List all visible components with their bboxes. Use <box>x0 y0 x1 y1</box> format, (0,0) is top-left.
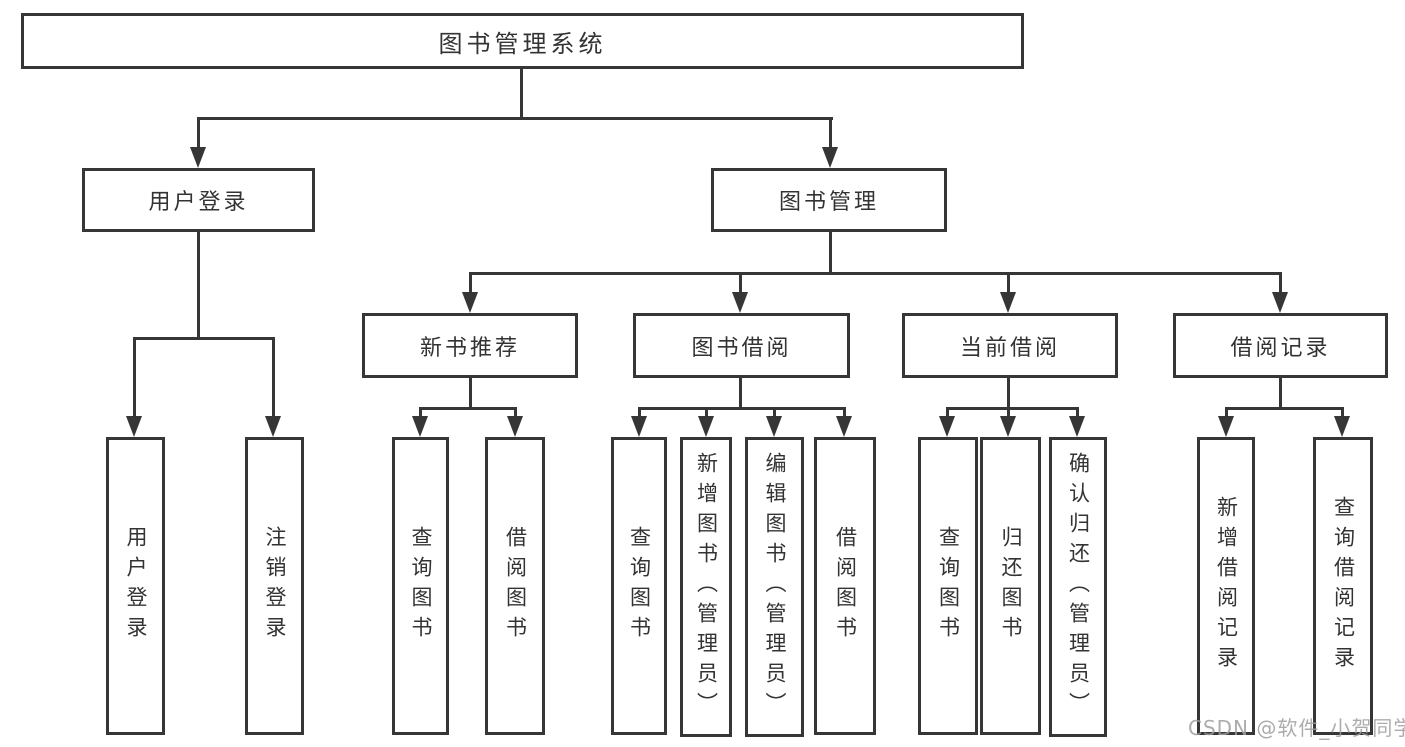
connector-line <box>1007 272 1010 296</box>
node-label: 查询图书 <box>627 526 652 646</box>
node-user-login: 用户登录 <box>82 168 315 232</box>
node-library-system: 图书管理系统 <box>21 13 1024 69</box>
connector-line <box>843 407 846 419</box>
arrowhead-icon <box>412 416 428 437</box>
node-label: 用户登录 <box>148 190 249 215</box>
connector-line <box>133 337 136 419</box>
connector-line <box>638 407 846 410</box>
arrowhead-icon <box>126 416 142 437</box>
connector-line <box>520 69 523 119</box>
node-label: 当前借阅 <box>959 335 1060 361</box>
arrowhead-icon <box>507 416 523 437</box>
watermark: CSDN @软件_小贺同学 <box>1188 716 1405 740</box>
connector-line <box>773 407 776 419</box>
connector-line <box>1076 407 1079 419</box>
arrowhead-icon <box>939 416 955 437</box>
connector-line <box>197 117 833 120</box>
arrowhead-icon <box>766 416 782 437</box>
node-label: 注销登录 <box>263 526 287 646</box>
connector-line <box>1007 407 1010 419</box>
node-label: 查询图书 <box>936 526 961 646</box>
arrowhead-icon <box>1000 292 1016 313</box>
connector-line <box>197 117 200 151</box>
node-label: 借阅图书 <box>503 526 528 646</box>
connector-line <box>946 407 949 419</box>
arrowhead-icon <box>1272 292 1288 313</box>
node-label: 查询借阅记录 <box>1331 496 1356 676</box>
connector-line <box>469 378 472 410</box>
arrowhead-icon <box>190 147 206 168</box>
node-label: 新增图书（管理员） <box>694 452 719 722</box>
connector-line <box>1341 407 1344 419</box>
arrowhead-icon <box>462 292 478 313</box>
leaf-query-borrow-record: 查询借阅记录 <box>1313 437 1373 735</box>
connector-line <box>739 378 742 410</box>
leaf-query-books-recommend: 查询图书 <box>392 437 449 735</box>
connector-line <box>705 407 708 419</box>
arrowhead-icon <box>1334 416 1350 437</box>
leaf-return-book: 归还图书 <box>980 437 1041 735</box>
connector-line <box>469 272 472 296</box>
arrowhead-icon <box>631 416 647 437</box>
connector-line <box>272 337 275 419</box>
leaf-add-book-admin: 新增图书（管理员） <box>680 437 732 737</box>
node-label: 图书借阅 <box>691 335 792 361</box>
connector-line <box>469 272 1282 275</box>
node-label: 图书管理系统 <box>438 29 607 58</box>
arrowhead-icon <box>836 416 852 437</box>
node-label: 用户登录 <box>124 526 148 646</box>
node-label: 查询图书 <box>409 526 433 646</box>
node-label: 借阅记录 <box>1230 335 1331 361</box>
node-label: 确认归还（管理员） <box>1066 452 1091 722</box>
connector-line <box>829 117 832 151</box>
leaf-logout-login: 注销登录 <box>245 437 304 735</box>
arrowhead-icon <box>1069 416 1085 437</box>
node-label: 图书管理 <box>778 190 879 215</box>
connector-line <box>514 407 517 419</box>
arrowhead-icon <box>1218 416 1234 437</box>
arrowhead-icon <box>265 416 281 437</box>
node-borrow-records: 借阅记录 <box>1173 313 1388 378</box>
leaf-user-login: 用户登录 <box>106 437 165 735</box>
leaf-borrow-books: 借阅图书 <box>814 437 876 735</box>
connector-line <box>1279 378 1282 410</box>
node-label: 编辑图书（管理员） <box>763 452 787 722</box>
connector-line <box>133 337 275 340</box>
leaf-query-books-borrow: 查询图书 <box>611 437 667 735</box>
node-current-borrow: 当前借阅 <box>902 313 1118 378</box>
node-book-management: 图书管理 <box>711 168 947 232</box>
leaf-borrow-books-recommend: 借阅图书 <box>485 437 545 735</box>
arrowhead-icon <box>1000 416 1016 437</box>
connector-line <box>1225 407 1228 419</box>
node-book-borrow: 图书借阅 <box>633 313 850 378</box>
node-label: 归还图书 <box>999 526 1023 646</box>
node-new-book-recommend: 新书推荐 <box>362 313 578 378</box>
connector-line <box>419 407 422 419</box>
leaf-edit-book-admin: 编辑图书（管理员） <box>745 437 804 737</box>
arrowhead-icon <box>822 147 838 168</box>
connector-line <box>1279 272 1282 296</box>
node-label: 借阅图书 <box>833 526 858 646</box>
arrowhead-icon <box>732 292 748 313</box>
leaf-query-books-current: 查询图书 <box>918 437 978 735</box>
connector-line <box>829 232 832 275</box>
connector-line <box>1225 407 1343 410</box>
leaf-confirm-return-admin: 确认归还（管理员） <box>1049 437 1107 737</box>
connector-line <box>1007 378 1010 410</box>
node-label: 新增借阅记录 <box>1214 496 1239 676</box>
connector-line <box>638 407 641 419</box>
connector-line <box>946 407 1079 410</box>
connector-line <box>739 272 742 296</box>
connector-line <box>419 407 517 410</box>
arrowhead-icon <box>698 416 714 437</box>
node-label: 新书推荐 <box>419 335 520 361</box>
leaf-add-borrow-record: 新增借阅记录 <box>1197 437 1255 735</box>
connector-line <box>197 232 200 340</box>
